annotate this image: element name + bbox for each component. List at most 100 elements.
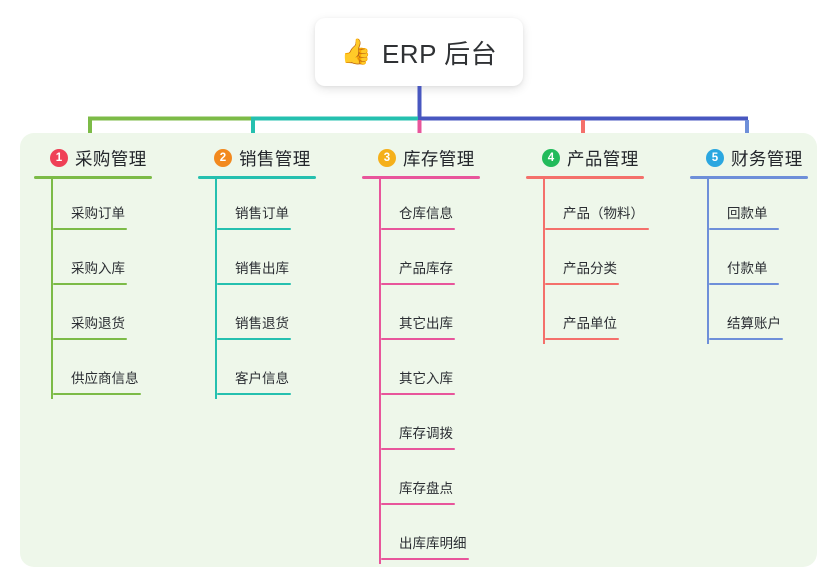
branch-3-item-rule-5 bbox=[381, 448, 455, 450]
branch-3-item-label-7: 出库库明细 bbox=[399, 536, 467, 551]
branch-children-4: 产品（物料） 产品分类产品单位 bbox=[526, 179, 649, 344]
branch-title-3: 库存管理 bbox=[403, 148, 475, 169]
branch-1-item-4[interactable]: 供应商信息 bbox=[51, 344, 152, 399]
branch-header-5[interactable]: 5 财务管理 bbox=[690, 145, 808, 171]
branch-1-item-2[interactable]: 采购入库 bbox=[51, 234, 152, 289]
branch-children-2: 销售订单销售出库销售退货客户信息 bbox=[198, 179, 316, 399]
branch-spine-5 bbox=[707, 179, 709, 344]
branch-spine-1 bbox=[51, 179, 53, 399]
branch-1-item-3[interactable]: 采购退货 bbox=[51, 289, 152, 344]
branch-2-item-label-1: 销售订单 bbox=[235, 206, 289, 221]
branch-2-item-2[interactable]: 销售出库 bbox=[215, 234, 316, 289]
branch-badge-5: 5 bbox=[706, 149, 724, 167]
branch-1-item-label-1: 采购订单 bbox=[71, 206, 125, 221]
branch-column-3[interactable]: 3 库存管理 仓库信息产品库存其它出库其它入库库存调拨库存盘点出库库明细 bbox=[362, 145, 480, 564]
branch-4-item-rule-1 bbox=[545, 228, 649, 230]
branch-4-item-label-3: 产品单位 bbox=[563, 316, 617, 331]
branch-5-item-label-2: 付款单 bbox=[727, 261, 768, 276]
branch-rule-5 bbox=[690, 176, 808, 179]
branch-3-item-rule-1 bbox=[381, 228, 455, 230]
branch-rule-4 bbox=[526, 176, 644, 179]
thumbs-up-icon: 👍 bbox=[340, 37, 372, 66]
branch-children-3: 仓库信息产品库存其它出库其它入库库存调拨库存盘点出库库明细 bbox=[362, 179, 480, 564]
branch-3-item-2[interactable]: 产品库存 bbox=[379, 234, 480, 289]
branch-column-2[interactable]: 2 销售管理 销售订单销售出库销售退货客户信息 bbox=[198, 145, 316, 399]
branch-column-4[interactable]: 4 产品管理 产品（物料） 产品分类产品单位 bbox=[526, 145, 649, 344]
branch-5-item-1[interactable]: 回款单 bbox=[707, 179, 808, 234]
branch-3-item-6[interactable]: 库存盘点 bbox=[379, 454, 480, 509]
branch-3-item-rule-6 bbox=[381, 503, 455, 505]
branch-header-3[interactable]: 3 库存管理 bbox=[362, 145, 480, 171]
branch-3-item-7[interactable]: 出库库明细 bbox=[379, 509, 480, 564]
branch-2-item-label-4: 客户信息 bbox=[235, 371, 289, 386]
branch-3-item-3[interactable]: 其它出库 bbox=[379, 289, 480, 344]
branch-5-item-3[interactable]: 结算账户 bbox=[707, 289, 808, 344]
branch-rule-1 bbox=[34, 176, 152, 179]
branch-4-item-rule-2 bbox=[545, 283, 619, 285]
branch-2-item-1[interactable]: 销售订单 bbox=[215, 179, 316, 234]
branch-rule-2 bbox=[198, 176, 316, 179]
branch-5-item-rule-2 bbox=[709, 283, 779, 285]
branch-column-1[interactable]: 1 采购管理 采购订单采购入库采购退货供应商信息 bbox=[34, 145, 152, 399]
branch-4-item-2[interactable]: 产品分类 bbox=[543, 234, 644, 289]
branch-3-item-4[interactable]: 其它入库 bbox=[379, 344, 480, 399]
branch-2-item-3[interactable]: 销售退货 bbox=[215, 289, 316, 344]
branch-header-4[interactable]: 4 产品管理 bbox=[526, 145, 644, 171]
branch-2-item-label-3: 销售退货 bbox=[235, 316, 289, 331]
branch-1-item-rule-1 bbox=[53, 228, 127, 230]
branch-spine-4 bbox=[543, 179, 545, 344]
branch-3-item-rule-4 bbox=[381, 393, 455, 395]
branch-2-item-rule-2 bbox=[217, 283, 291, 285]
branch-4-item-label-2: 产品分类 bbox=[563, 261, 617, 276]
branch-column-5[interactable]: 5 财务管理 回款单付款单结算账户 bbox=[690, 145, 808, 344]
branch-title-4: 产品管理 bbox=[567, 148, 639, 169]
branch-3-item-5[interactable]: 库存调拨 bbox=[379, 399, 480, 454]
branch-1-item-label-3: 采购退货 bbox=[71, 316, 125, 331]
branch-badge-1: 1 bbox=[50, 149, 68, 167]
branch-5-item-2[interactable]: 付款单 bbox=[707, 234, 808, 289]
branch-5-item-label-1: 回款单 bbox=[727, 206, 768, 221]
branch-2-item-4[interactable]: 客户信息 bbox=[215, 344, 316, 399]
branch-3-item-label-2: 产品库存 bbox=[399, 261, 453, 276]
branch-badge-3: 3 bbox=[378, 149, 396, 167]
branch-4-item-label-1: 产品（物料） bbox=[563, 206, 644, 221]
branch-1-item-rule-4 bbox=[53, 393, 141, 395]
branch-title-5: 财务管理 bbox=[731, 148, 803, 169]
branch-3-item-label-5: 库存调拨 bbox=[399, 426, 453, 441]
branch-2-item-rule-4 bbox=[217, 393, 291, 395]
branch-2-item-label-2: 销售出库 bbox=[235, 261, 289, 276]
branch-4-item-rule-3 bbox=[545, 338, 619, 340]
branch-badge-2: 2 bbox=[214, 149, 232, 167]
branch-4-item-1[interactable]: 产品（物料） bbox=[543, 179, 649, 234]
root-node[interactable]: 👍 ERP 后台 bbox=[315, 18, 523, 86]
branch-title-1: 采购管理 bbox=[75, 148, 147, 169]
branch-2-item-rule-1 bbox=[217, 228, 291, 230]
branch-header-1[interactable]: 1 采购管理 bbox=[34, 145, 152, 171]
branch-1-item-rule-2 bbox=[53, 283, 127, 285]
branch-children-1: 采购订单采购入库采购退货供应商信息 bbox=[34, 179, 152, 399]
branch-2-item-rule-3 bbox=[217, 338, 291, 340]
branch-5-item-label-3: 结算账户 bbox=[727, 316, 781, 331]
branch-1-item-rule-3 bbox=[53, 338, 127, 340]
root-title: ERP 后台 bbox=[381, 38, 498, 69]
branch-3-item-rule-3 bbox=[381, 338, 455, 340]
branch-header-2[interactable]: 2 销售管理 bbox=[198, 145, 316, 171]
branch-badge-4: 4 bbox=[542, 149, 560, 167]
branch-spine-3 bbox=[379, 179, 381, 564]
branch-5-item-rule-1 bbox=[709, 228, 779, 230]
branch-5-item-rule-3 bbox=[709, 338, 783, 340]
branch-spine-2 bbox=[215, 179, 217, 399]
branch-3-item-label-4: 其它入库 bbox=[399, 371, 453, 386]
branch-1-item-label-2: 采购入库 bbox=[71, 261, 125, 276]
diagram-panel bbox=[20, 133, 817, 567]
branch-3-item-rule-2 bbox=[381, 283, 455, 285]
branch-3-item-label-6: 库存盘点 bbox=[399, 481, 453, 496]
branch-4-item-3[interactable]: 产品单位 bbox=[543, 289, 644, 344]
branch-title-2: 销售管理 bbox=[239, 148, 311, 169]
branch-1-item-1[interactable]: 采购订单 bbox=[51, 179, 152, 234]
branch-3-item-label-3: 其它出库 bbox=[399, 316, 453, 331]
branch-3-item-1[interactable]: 仓库信息 bbox=[379, 179, 480, 234]
branch-3-item-rule-7 bbox=[381, 558, 469, 560]
branch-1-item-label-4: 供应商信息 bbox=[71, 371, 139, 386]
branch-rule-3 bbox=[362, 176, 480, 179]
